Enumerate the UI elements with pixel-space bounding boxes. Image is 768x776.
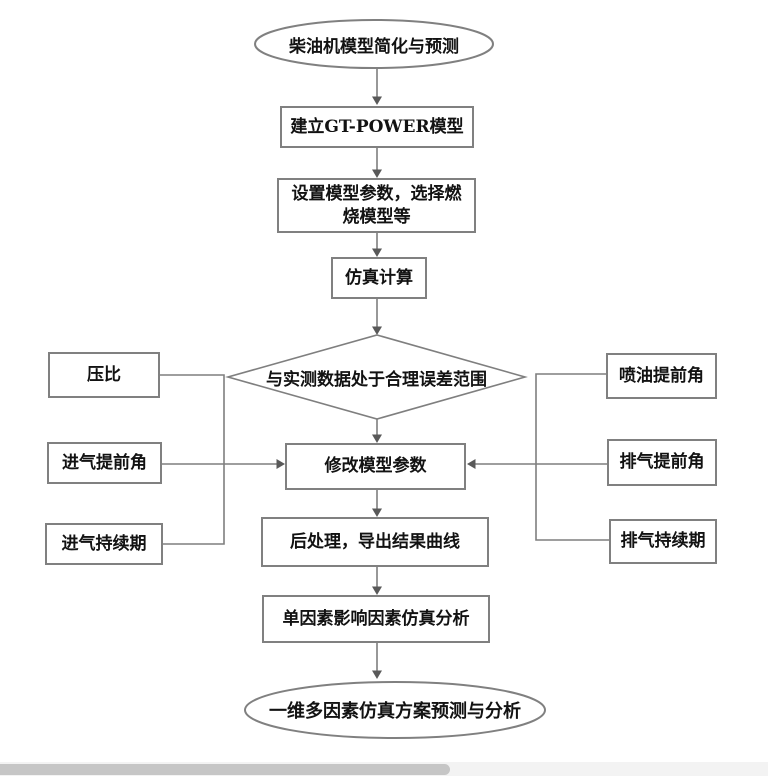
arrowhead-down-icon xyxy=(372,326,382,335)
arrowhead-down-icon xyxy=(372,169,382,178)
process-box-set-params: 设置模型参数，选择燃烧模型等 xyxy=(277,178,476,233)
process-box-modify-params: 修改模型参数 xyxy=(285,443,466,490)
arrowhead-down-icon xyxy=(372,434,382,443)
param-box-exhaust-advance-angle: 排气提前角 xyxy=(607,439,717,486)
decision-diamond xyxy=(225,334,528,420)
param-box-exhaust-duration: 排气持续期 xyxy=(609,519,717,564)
arrowhead-down-icon xyxy=(372,586,382,595)
process-box-build-model: 建立GT-POWER模型 xyxy=(280,106,474,148)
decision-label: 与实测数据处于合理误差范围 xyxy=(266,369,487,390)
arrowhead-down-icon xyxy=(372,248,382,257)
horizontal-scrollbar-thumb[interactable] xyxy=(0,764,450,775)
param-box-injection-advance-angle: 喷油提前角 xyxy=(606,353,717,399)
process-box-single-factor: 单因素影响因素仿真分析 xyxy=(262,595,490,643)
arrowhead-down-icon xyxy=(372,508,382,517)
left-param-bus xyxy=(160,374,225,545)
horizontal-scrollbar-track[interactable] xyxy=(0,762,768,776)
end-ellipse xyxy=(244,681,546,739)
arrowhead-down-icon xyxy=(372,96,382,105)
end-label: 一维多因素仿真方案预测与分析 xyxy=(269,701,521,722)
process-box-simulate: 仿真计算 xyxy=(331,257,427,299)
param-box-intake-advance-angle: 进气提前角 xyxy=(47,442,162,484)
param-box-intake-duration: 进气持续期 xyxy=(45,523,163,565)
start-label: 柴油机模型简化与预测 xyxy=(289,36,459,57)
arrowhead-left-icon xyxy=(467,459,476,469)
process-box-post-process: 后处理，导出结果曲线 xyxy=(261,517,489,567)
right-param-bus xyxy=(535,373,609,541)
arrowhead-right-icon xyxy=(276,459,285,469)
param-box-pressure-ratio: 压比 xyxy=(48,352,160,398)
arrowhead-down-icon xyxy=(372,670,382,679)
start-ellipse xyxy=(254,19,494,69)
